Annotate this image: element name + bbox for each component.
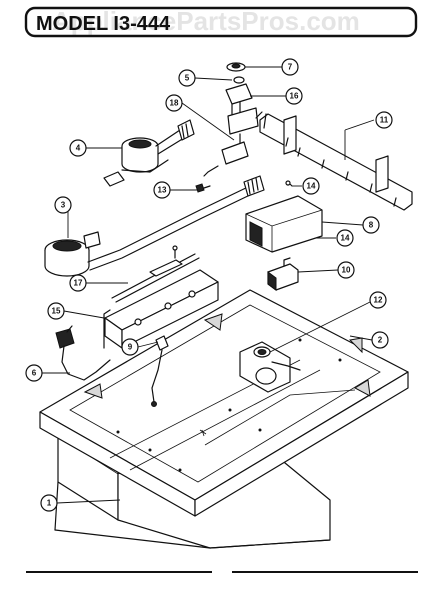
callouts: 1 2 3 4 5 6 7 8 <box>25 58 393 512</box>
svg-text:5: 5 <box>185 74 190 83</box>
callout-17[interactable]: 17 <box>69 274 87 292</box>
svg-text:14: 14 <box>307 182 316 191</box>
svg-text:16: 16 <box>290 92 299 101</box>
callout-4[interactable]: 4 <box>69 139 87 157</box>
svg-text:13: 13 <box>158 186 167 195</box>
switch-block <box>267 257 299 291</box>
svg-text:14: 14 <box>341 234 350 243</box>
svg-text:7: 7 <box>288 63 293 72</box>
svg-text:2: 2 <box>378 336 383 345</box>
callout-5[interactable]: 5 <box>178 69 196 87</box>
callout-1[interactable]: 1 <box>40 494 58 512</box>
bracket-assembly <box>103 245 219 437</box>
callout-16[interactable]: 16 <box>285 87 303 105</box>
svg-text:18: 18 <box>170 99 179 108</box>
svg-text:15: 15 <box>52 307 61 316</box>
callout-11[interactable]: 11 <box>375 111 393 129</box>
top-frame <box>39 289 409 517</box>
callout-7[interactable]: 7 <box>281 58 299 76</box>
callout-8[interactable]: 8 <box>362 216 380 234</box>
callout-18[interactable]: 18 <box>165 94 183 112</box>
burner-left <box>44 175 265 277</box>
manifold-pipe <box>259 113 413 211</box>
valve-assembly <box>239 341 301 393</box>
callout-3[interactable]: 3 <box>54 196 72 214</box>
cover-box <box>245 180 323 253</box>
callout-2[interactable]: 2 <box>371 331 389 349</box>
callout-15[interactable]: 15 <box>47 302 65 320</box>
power-cord <box>55 325 111 381</box>
callout-9[interactable]: 9 <box>121 338 139 356</box>
burner-rear <box>103 119 195 187</box>
svg-text:6: 6 <box>32 369 37 378</box>
svg-text:12: 12 <box>374 296 383 305</box>
svg-text:9: 9 <box>128 343 133 352</box>
watermark-text: AppliancePartsPros.com <box>52 6 360 36</box>
callout-14-upper[interactable]: 14 <box>302 177 320 195</box>
svg-text:4: 4 <box>76 144 81 153</box>
callout-13[interactable]: 13 <box>153 181 171 199</box>
callout-10[interactable]: 10 <box>337 261 355 279</box>
callout-14-lower[interactable]: 14 <box>336 229 354 247</box>
callout-6[interactable]: 6 <box>25 364 43 382</box>
valve-body-group <box>195 62 263 193</box>
svg-text:11: 11 <box>380 116 389 125</box>
title-box: MODEL I3-444 <box>24 6 418 38</box>
svg-text:17: 17 <box>74 279 83 288</box>
svg-text:8: 8 <box>369 221 374 230</box>
svg-text:1: 1 <box>47 499 52 508</box>
model-title: MODEL I3-444 <box>36 13 171 35</box>
svg-text:10: 10 <box>342 266 351 275</box>
svg-text:3: 3 <box>61 201 66 210</box>
